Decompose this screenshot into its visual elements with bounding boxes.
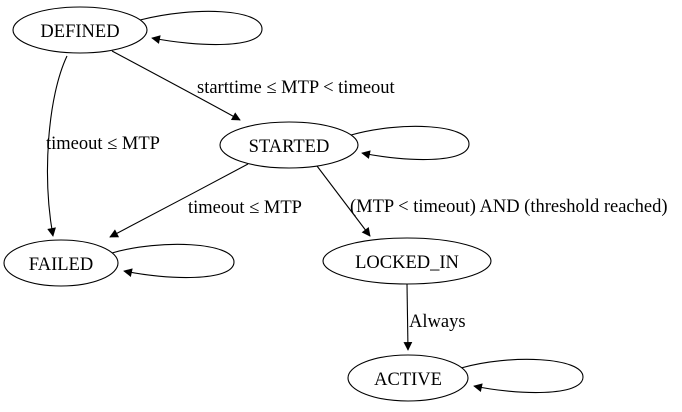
edge-defined-to-started [111,50,241,121]
edge-label-locked-in-to-active: Always [409,312,466,332]
node-failed-ellipse [3,239,119,287]
edge-label-defined-to-started: starttime ≤ MTP < timeout [197,78,396,98]
node-defined-ellipse [12,6,148,54]
node-locked-in-ellipse [322,237,492,285]
edge-locked-in-to-active [403,283,413,351]
self-loop-active [460,358,584,394]
node-active: ACTIVE [347,354,469,402]
node-failed-label: FAILED [29,255,93,275]
edge-label-started-to-locked-in: (MTP < timeout) AND (threshold reached) [350,197,668,217]
node-started-ellipse [219,121,359,169]
edge-started-to-locked-in [316,165,371,237]
node-defined: DEFINED [12,6,148,54]
node-started-label: STARTED [249,137,330,157]
node-active-label: ACTIVE [374,370,442,390]
edge-label-defined-to-failed: timeout ≤ MTP [46,134,160,154]
node-locked-in: LOCKED_IN [322,237,492,285]
node-active-ellipse [347,354,469,402]
self-loop-started [350,125,470,161]
node-started: STARTED [219,121,359,169]
self-loop-defined [139,10,263,46]
edge-started-to-failed [109,163,249,238]
edge-label-started-to-failed: timeout ≤ MTP [188,198,302,218]
node-defined-label: DEFINED [40,22,119,42]
self-loop-failed [111,243,235,279]
edge-defined-to-failed [46,55,68,237]
node-failed: FAILED [3,239,119,287]
node-locked-in-label: LOCKED_IN [355,253,459,273]
